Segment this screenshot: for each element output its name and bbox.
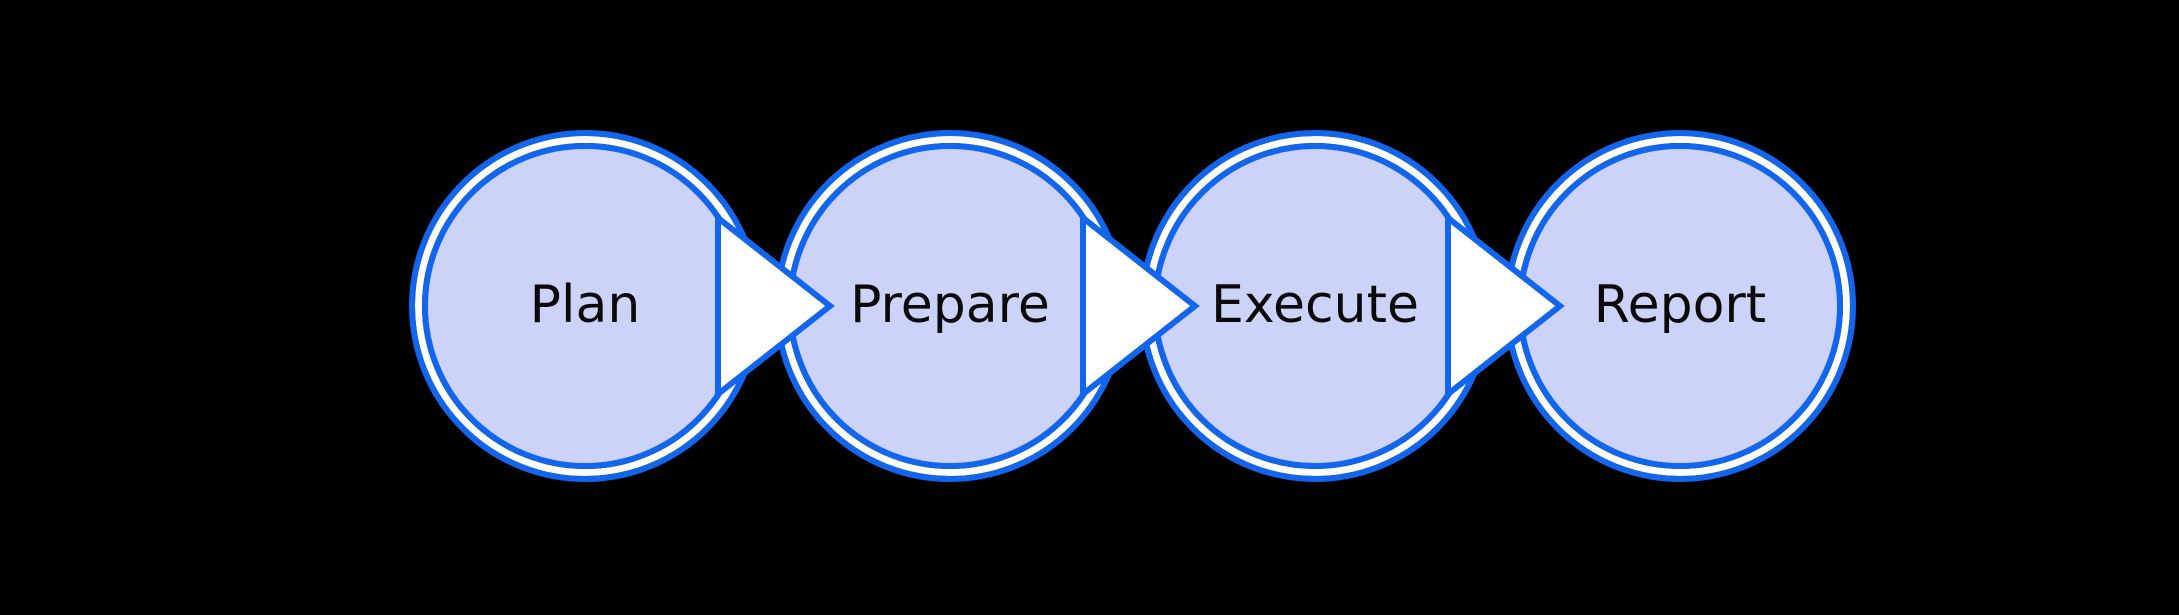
node-label-report: Report <box>1594 275 1766 335</box>
connector-arrow-plan-to-prepare <box>715 211 835 401</box>
node-fill-report <box>1520 146 1840 466</box>
node-label-plan: Plan <box>530 275 641 335</box>
node-fill-execute <box>1155 146 1475 466</box>
node-fill-prepare <box>790 146 1110 466</box>
labels-layer: Plan Prepare Execute Report <box>530 275 1767 335</box>
node-label-execute: Execute <box>1211 275 1419 335</box>
connectors-layer <box>715 211 1565 401</box>
connector-arrow-execute-to-report <box>1445 211 1565 401</box>
node-label-prepare: Prepare <box>850 275 1050 335</box>
connector-arrow-prepare-to-execute <box>1080 211 1200 401</box>
node-fill-plan <box>425 146 745 466</box>
